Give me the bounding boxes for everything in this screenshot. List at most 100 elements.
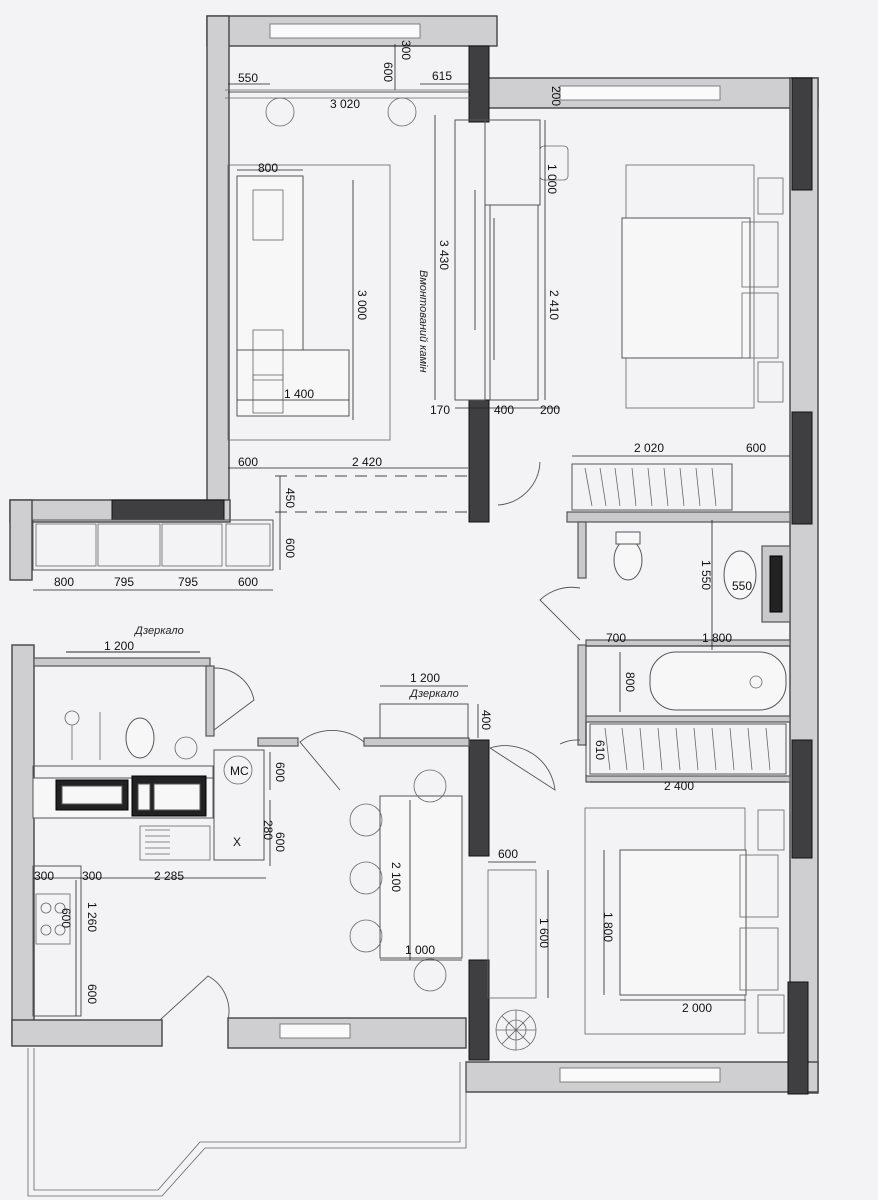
pillars <box>111 45 813 1095</box>
mirror-2-cabinet <box>379 703 469 739</box>
dim-2000-bed: 2 000 <box>682 1001 712 1015</box>
dim-550-sink: 550 <box>732 579 752 593</box>
shaft-core <box>769 555 783 613</box>
dining-table <box>379 795 463 959</box>
sofa-chaise <box>236 349 350 417</box>
dim-800-sofa: 800 <box>258 161 278 175</box>
door-bedroom2 <box>489 745 556 791</box>
dim-600-b4: 600 <box>238 575 258 589</box>
guest-wc <box>64 710 198 760</box>
bed-1 <box>621 217 751 359</box>
chair-2 <box>387 97 417 127</box>
pillow-2 <box>252 329 284 381</box>
dim-2100: 2 100 <box>389 862 403 892</box>
dim-280: 280 <box>261 820 275 840</box>
nightstand-4 <box>757 994 785 1034</box>
desk-chair <box>539 145 569 181</box>
wardrobe-1 <box>571 463 733 511</box>
fireplace-unit <box>454 119 486 401</box>
pillar-1 <box>468 45 490 123</box>
burner-1 <box>40 902 52 914</box>
appliance-column <box>213 749 265 861</box>
dim-600-kleft: 600 <box>85 984 99 1004</box>
dim-1000-table: 1 000 <box>405 943 435 957</box>
washer-label: MC <box>230 764 249 778</box>
dim-600-top: 600 <box>381 62 395 82</box>
dim-800-bath: 800 <box>623 672 637 692</box>
mirror-2-label: Дзеркало <box>408 688 459 700</box>
pillar-8 <box>468 959 490 1061</box>
wall-kitchen-wc-right <box>205 665 215 737</box>
dim-2410: 2 410 <box>547 290 561 320</box>
chair-1 <box>265 97 295 127</box>
wardrobe-2-hangers <box>604 727 771 771</box>
sink-wc <box>723 550 757 600</box>
cabinet-black-2-inner-a <box>137 783 151 811</box>
dim-800-b1: 800 <box>54 575 74 589</box>
bench-seat-1 <box>35 523 97 567</box>
bathroom <box>539 531 787 745</box>
dim-1600: 1 600 <box>537 918 551 948</box>
dim-400-mirror: 400 <box>479 710 493 730</box>
nightstand-2 <box>757 361 784 403</box>
rug <box>227 164 391 441</box>
exterior-walls <box>9 15 819 1197</box>
dim-795-b3: 795 <box>178 575 198 589</box>
wardrobe-2 <box>589 723 787 775</box>
wall-kitchen-wc-top <box>33 657 211 667</box>
toilet-1 <box>613 539 643 581</box>
burner-2 <box>54 902 66 914</box>
washer-drum <box>223 755 253 785</box>
dining-chair-3 <box>349 919 383 953</box>
wall-bath-left-a <box>577 521 587 579</box>
dining-chair-5 <box>413 958 447 992</box>
wardrobe-2-box <box>589 723 787 775</box>
dimension-lines <box>33 44 790 1016</box>
pillar-5 <box>111 499 225 521</box>
pillow-3 <box>252 374 284 414</box>
wall-bath-top <box>566 511 791 523</box>
dim-615: 615 <box>432 69 452 83</box>
pillar-2 <box>791 77 813 191</box>
wall-dining-top <box>363 737 470 747</box>
cabinet-black-2-inner-b <box>153 783 201 811</box>
bed2-pillow-2 <box>739 927 779 991</box>
cooktop <box>35 893 71 945</box>
pillar-4 <box>791 411 813 525</box>
dining-chair-4 <box>413 769 447 803</box>
desk <box>484 119 541 206</box>
bath-drain <box>749 675 763 689</box>
burner-4 <box>54 924 66 936</box>
balcony-outline <box>27 1048 467 1197</box>
bench-seat-3 <box>161 523 223 567</box>
window-living <box>269 23 421 39</box>
dim-1400: 1 400 <box>284 387 314 401</box>
plant-icon <box>495 1009 537 1051</box>
dim-1260: 1 260 <box>85 902 99 932</box>
wall-right <box>789 77 819 1094</box>
dim-1200-mirror2: 1 200 <box>410 671 440 685</box>
bed-2 <box>619 849 747 996</box>
cabinet-black-1-inner <box>61 785 123 805</box>
door-balcony <box>159 975 230 1021</box>
mirror-1-label: Дзеркало <box>133 625 184 637</box>
nightstand-3 <box>757 809 785 851</box>
shelf <box>487 869 537 999</box>
dim-200-firebox: 200 <box>540 403 560 417</box>
interior-walls <box>33 511 791 783</box>
dim-1550: 1 550 <box>699 560 713 590</box>
dimension-labels: 300 600 550 615 3 020 200 800 1 000 3 43… <box>34 40 766 1015</box>
dim-450: 450 <box>283 488 297 508</box>
pillow-1 <box>252 189 284 241</box>
dim-600-counter: 600 <box>59 908 73 928</box>
bathtub <box>649 651 787 711</box>
pillar-9 <box>787 981 809 1095</box>
sink-drainer <box>145 829 170 855</box>
cross-label: X <box>233 835 241 849</box>
windows <box>269 23 721 1083</box>
dim-2285: 2 285 <box>154 869 184 883</box>
wall-corridor-stub <box>257 737 299 747</box>
pillar-3 <box>468 399 490 523</box>
wall-bottom-kitchen <box>11 1019 163 1047</box>
